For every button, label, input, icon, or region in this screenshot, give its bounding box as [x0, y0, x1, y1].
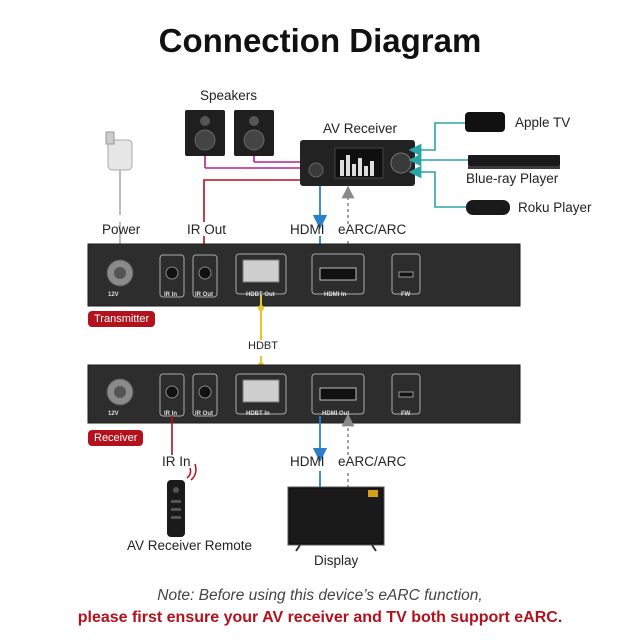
earc-top-label: eARC/ARC	[338, 222, 407, 237]
rx-port-hdmi-out: HDMI Out	[322, 411, 350, 417]
apple-tv-icon	[465, 112, 505, 132]
transmitter-tag: Transmitter	[88, 311, 156, 327]
rx-port-ir-out: IR Out	[195, 411, 213, 417]
display-label: Display	[314, 553, 359, 568]
ir-out-label: IR Out	[187, 222, 227, 237]
hdmi-top-label: HDMI	[290, 222, 325, 237]
hdbt-label: HDBT	[248, 340, 278, 352]
av-receiver-icon	[300, 140, 415, 186]
tx-port-hdbt-out: HDBT Out	[246, 292, 275, 298]
ir-in-label: IR In	[162, 454, 191, 469]
av-receiver-label: AV Receiver	[323, 121, 398, 136]
tx-port-ir-in: IR In	[164, 292, 177, 298]
receiver-tag: Receiver	[88, 430, 144, 446]
note-line-1: Note: Before using this device’s eARC fu…	[157, 587, 483, 604]
remote-control-icon	[167, 463, 197, 537]
power-adapter-icon	[105, 131, 133, 245]
roku-label: Roku Player	[518, 200, 592, 215]
transmitter-unit	[87, 243, 521, 307]
rx-port-12v: 12V	[108, 411, 119, 417]
apple-tv-label: Apple TV	[515, 115, 571, 130]
blu-ray-player-icon	[468, 155, 560, 169]
rx-port-hdbt-in: HDBT In	[246, 411, 270, 417]
speakers-icon	[185, 110, 274, 156]
speakers-label: Speakers	[200, 88, 258, 103]
note-line-2: please first ensure your AV receiver and…	[77, 609, 563, 626]
tx-port-12v: 12V	[108, 292, 119, 298]
page-title: Connection Diagram	[158, 22, 482, 59]
hdmi-bottom-label: HDMI	[290, 454, 325, 469]
power-label: Power	[102, 222, 141, 237]
receiver-unit	[87, 364, 521, 424]
earc-bottom-label: eARC/ARC	[338, 454, 407, 469]
tx-port-ir-out: IR Out	[195, 292, 213, 298]
tx-port-hdmi-in: HDMI In	[324, 292, 347, 298]
rx-port-ir-in: IR In	[164, 411, 177, 417]
display-tv-icon	[287, 486, 385, 552]
tx-port-fw: FW	[401, 292, 411, 298]
rx-port-fw: FW	[401, 411, 411, 417]
blu-ray-label: Blue-ray Player	[466, 171, 559, 186]
roku-player-icon	[466, 200, 510, 215]
remote-label: AV Receiver Remote	[127, 538, 253, 553]
